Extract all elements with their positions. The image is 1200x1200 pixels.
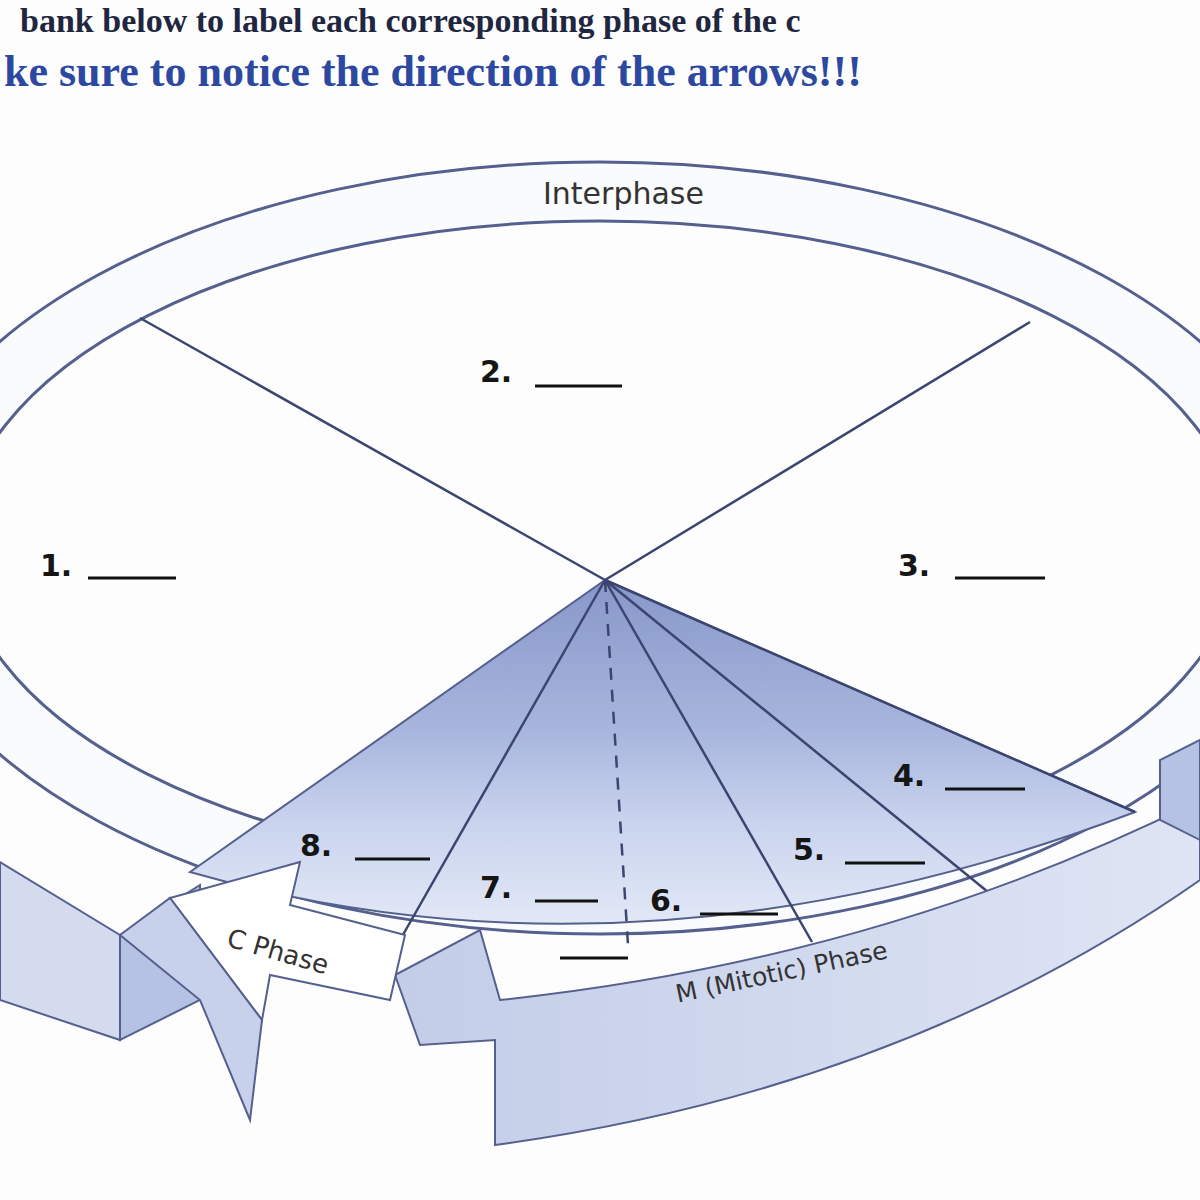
- callout-number: 8.: [300, 828, 332, 863]
- mitotic-arrow: [395, 800, 1200, 1145]
- callout-number: 4.: [893, 758, 925, 793]
- phase-ring-label: Interphase: [543, 176, 704, 211]
- callout-number: 1.: [40, 548, 72, 583]
- block-face: [0, 862, 120, 1040]
- callout-number: 3.: [898, 548, 930, 583]
- callout-number: 2.: [480, 354, 512, 389]
- interphase-ring: [0, 162, 1200, 934]
- instruction-text: ke sure to notice the direction of the a…: [4, 46, 862, 97]
- arrow-head: [1160, 740, 1200, 840]
- callout-number: 5.: [793, 832, 825, 867]
- instruction-text: bank below to label each corresponding p…: [20, 2, 800, 40]
- callout-number: 7.: [480, 870, 512, 905]
- mitosis-wedge: [190, 580, 1135, 924]
- callout-number: 6.: [650, 883, 682, 918]
- sector-lines: [140, 318, 1135, 945]
- band-edge: [494, 1040, 496, 1145]
- answer-blanks: [88, 386, 1045, 958]
- phase-name: Interphase: [543, 176, 704, 211]
